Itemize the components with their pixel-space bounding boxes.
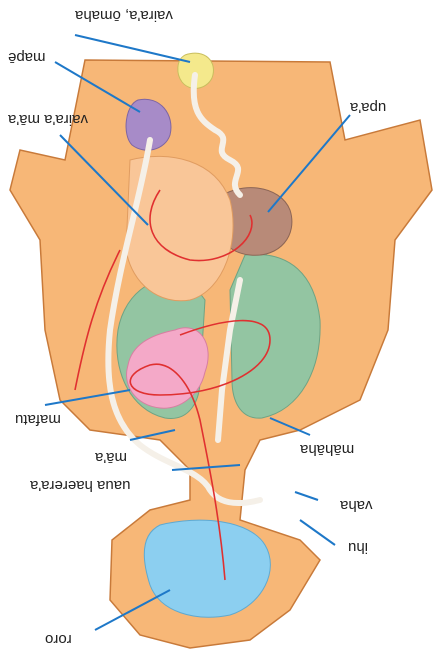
label-vaira-omaha: vaira'a, ōmaha — [75, 8, 173, 23]
label-maa: mā'a — [95, 450, 127, 465]
label-ihu: ihu — [348, 540, 368, 555]
brain — [144, 520, 270, 617]
label-uaua-haerera: uaua haerera'a — [30, 478, 130, 493]
label-roro: roro — [45, 632, 72, 647]
label-mahaha: māhāha — [300, 442, 354, 457]
label-vaha: vaha — [340, 498, 373, 513]
label-vaira-maa: vaira'a mā'a — [8, 112, 88, 127]
label-mafatu: mafatu — [15, 412, 61, 427]
label-mape: mapē — [8, 50, 46, 65]
label-upa: upa'a — [350, 100, 386, 115]
